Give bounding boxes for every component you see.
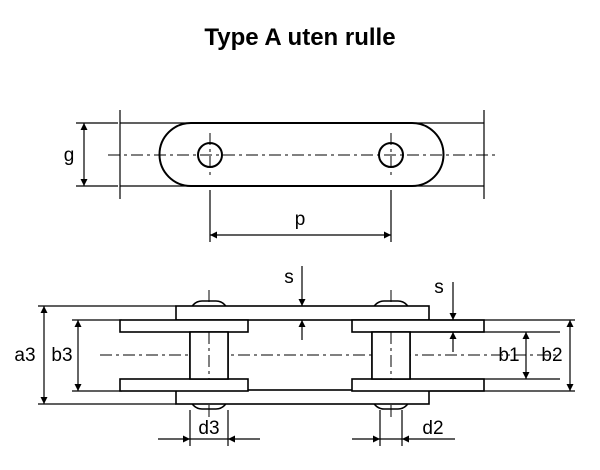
outer-plate-top [175,305,430,321]
dim-label-b1: b1 [498,345,519,366]
dim-label-g: g [64,145,75,166]
inner-link-plate [158,122,445,187]
inner-plate-top-right [351,319,485,333]
dim-label-s-left: s [284,267,294,288]
top-view: g p [64,110,498,242]
dim-label-b3: b3 [51,345,72,366]
inner-plate-top-left [119,319,249,333]
side-view: a3 b3 s s b1 b2 d3 d2 [14,266,575,446]
dim-label-b2: b2 [541,345,562,366]
dim-label-s-right: s [434,277,444,298]
dim-label-d2: d2 [422,418,443,439]
dim-label-a3: a3 [14,345,35,366]
outer-plate-bottom [175,389,430,405]
dim-label-p: p [295,209,306,230]
dim-label-d3: d3 [198,418,219,439]
inner-plate-bottom-right [351,378,485,392]
inner-plate-bottom-left [119,378,249,392]
diagram-title: Type A uten rulle [204,24,395,51]
